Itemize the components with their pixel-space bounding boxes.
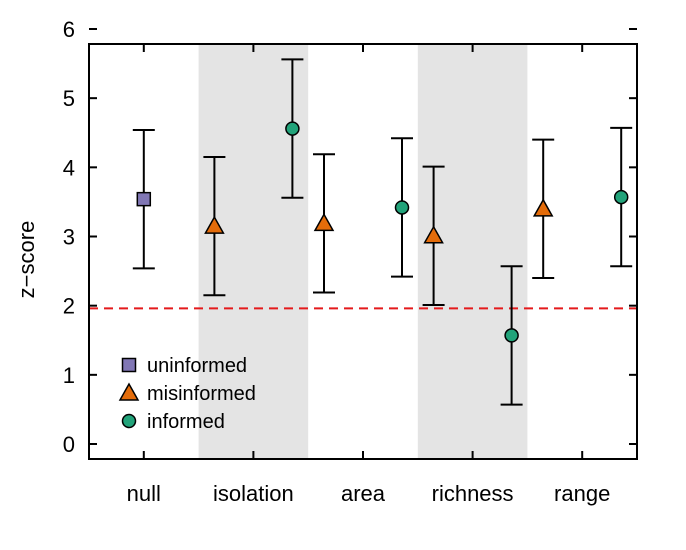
y-tick-label: 1 [63,363,75,388]
shaded-band-isolation [198,44,309,459]
point-uninformed-null [136,191,152,207]
legend-marker-uninformed [121,357,137,373]
y-tick-label: 2 [63,294,75,319]
point-misinformed-isolation [204,215,225,234]
x-tick-label-range: range [554,481,610,506]
data-markers [136,121,629,343]
point-informed-area [394,200,410,215]
legend-label-informed: informed [147,411,225,433]
point-informed-range [613,189,629,205]
point-informed-isolation [285,121,300,136]
point-misinformed-richness [423,225,444,244]
x-tick-label-isolation: isolation [213,481,294,506]
point-misinformed-area [313,212,335,232]
legend-marker-informed [121,413,137,429]
y-axis-title: z−score [14,221,39,299]
y-tick-label: 5 [63,86,75,111]
x-tick-label-richness: richness [432,481,514,506]
point-informed-richness [504,328,519,343]
y-axis-ticks: 0 1 2 3 4 5 6 [63,17,637,457]
y-tick-label: 0 [63,432,75,457]
legend-label-misinformed: misinformed [147,383,256,405]
legend-marker-misinformed [118,382,140,401]
legend: uninformed misinformed informed [118,355,256,433]
y-tick-label: 4 [63,155,75,180]
shaded-band-richness [417,44,528,459]
legend-label-uninformed: uninformed [147,355,247,377]
x-tick-label-null: null [127,481,161,506]
x-tick-label-area: area [341,481,386,506]
y-tick-label: 3 [63,225,75,250]
point-misinformed-range [532,198,554,217]
shaded-bands [198,44,528,459]
y-tick-label: 6 [63,17,75,42]
x-axis-ticks: null isolation area richness range [127,44,610,506]
